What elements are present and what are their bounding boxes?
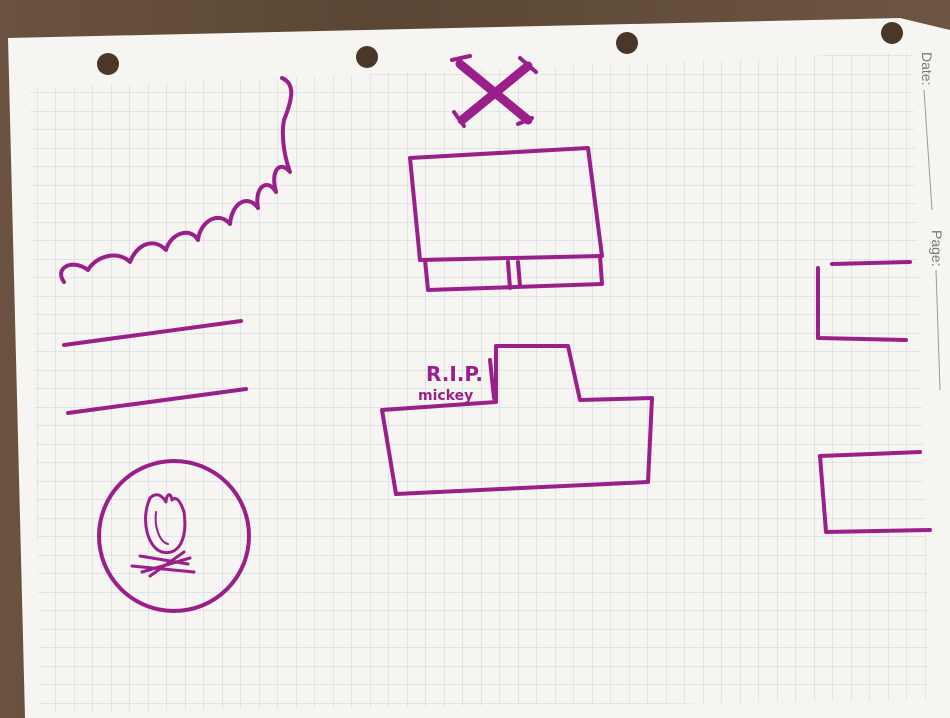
printed-page-label: Page: [929,230,945,267]
punch-hole-icon [881,22,903,44]
punch-hole-icon [356,46,378,68]
punch-hole-icon [97,53,119,75]
printed-date-label: Date: [919,52,935,85]
grave-label-line1: R.I.P. [426,362,483,386]
punch-hole-icon [616,32,638,54]
grave-label-line2: mickey [418,388,473,404]
